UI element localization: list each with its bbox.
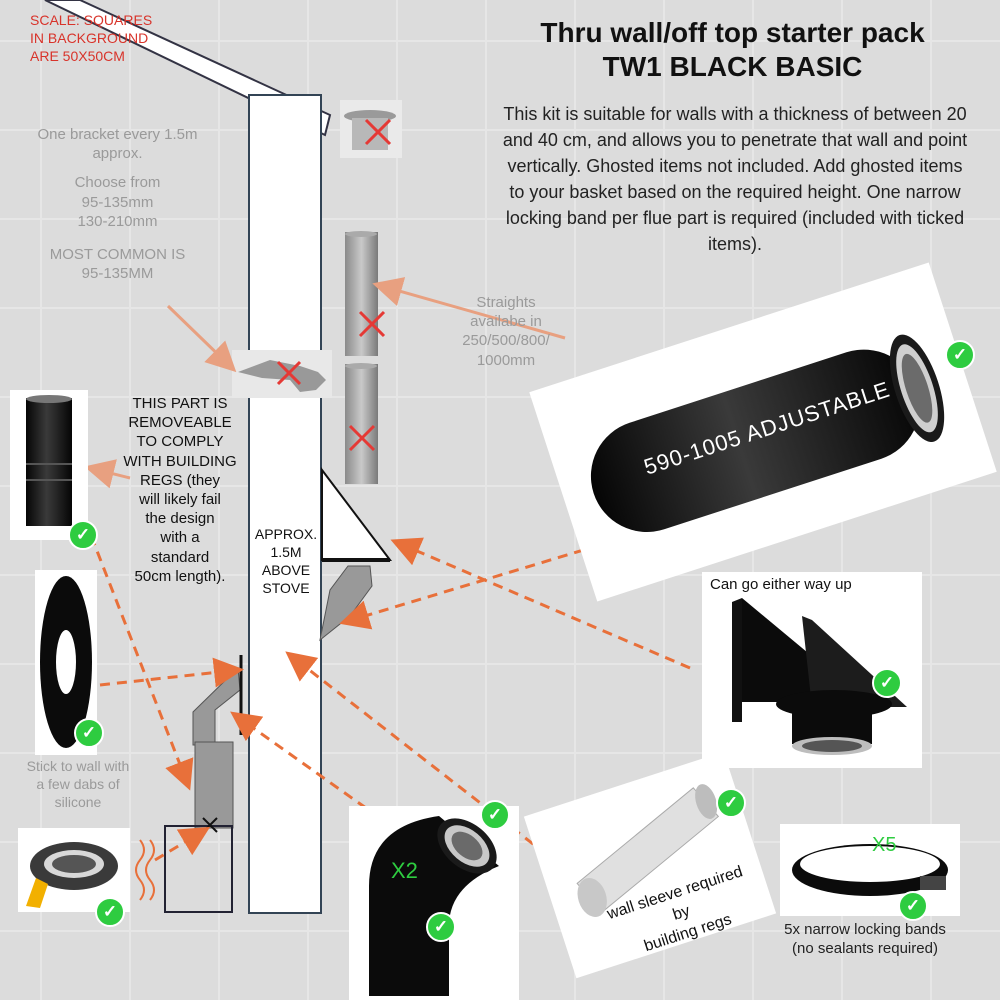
check-icon: ✓ (426, 912, 456, 942)
removeable-pipe-image (26, 395, 72, 526)
wall-support-panel: Can go either way up (702, 572, 922, 768)
locking-bands-panel: X5 (780, 824, 960, 916)
check-icon: ✓ (95, 897, 125, 927)
straights-line: 1000mm (476, 351, 536, 369)
straights-line: Straights (476, 294, 536, 311)
bracket-note-line1: One bracket every 1.5m (37, 126, 198, 143)
scale-note-line: IN BACKGROUND (30, 29, 149, 46)
removeable-line: REGS (they (139, 471, 221, 489)
adjustable-pipe-image (590, 334, 945, 533)
wall-support-image (732, 598, 907, 755)
removeable-line: TO COMPLY (136, 433, 224, 451)
adjustable-length-panel: 590-1005 ADJUSTABLE (529, 262, 997, 602)
removeable-line: WITH BUILDING (123, 452, 237, 470)
elbow-panel: X2 (349, 806, 519, 1000)
wall-support-bracket-outline (321, 467, 393, 562)
stick-line: silicone (54, 793, 102, 810)
removeable-line: the design (145, 510, 215, 528)
approx-line: ABOVE (261, 561, 311, 578)
elbow-image (369, 816, 499, 996)
common-line: MOST COMMON IS (49, 245, 186, 263)
common-line: 95-135MM (81, 265, 154, 283)
approx-line: 1.5M (270, 543, 302, 560)
description: This kit is suitable for walls with a th… (502, 104, 968, 255)
sealing-tape-panel (18, 828, 130, 912)
bands-note: 5x narrow locking bands (no sealants req… (760, 920, 970, 958)
straight-pipe-ghost-1 (345, 231, 386, 356)
removeable-part-panel (10, 390, 88, 540)
straight-pipe-ghost-2 (345, 363, 378, 484)
title-line1: Thru wall/off top starter pack (540, 17, 925, 48)
removeable-line: THIS PART IS (132, 395, 228, 412)
bands-line: 5x narrow locking bands (784, 921, 946, 938)
locking-band-image (792, 844, 948, 896)
bands-qty: X5 (872, 834, 897, 856)
bracket-note-line2: approx. (92, 145, 143, 163)
wall-sleeve-panel: wall sleeve required by building regs (523, 751, 777, 979)
stick-line: Stick to wall with (26, 758, 130, 774)
removeable-note: THIS PART IS REMOVEABLE TO COMPLY WITH B… (115, 394, 245, 586)
scale-note-line: ARE 50X50CM (30, 47, 125, 64)
approx-line: STOVE (262, 579, 310, 596)
title-line2: TW1 BLACK BASIC (602, 50, 863, 82)
red-cross-icon (364, 118, 392, 146)
check-icon: ✓ (480, 800, 510, 830)
scale-note-line: SCALE: SQUARES (30, 12, 153, 28)
page-title: Thru wall/off top starter pack TW1 BLACK… (490, 16, 975, 83)
removeable-line: with a (160, 529, 200, 547)
check-icon: ✓ (716, 788, 746, 818)
removeable-line: will likely fail (139, 490, 221, 508)
red-cross-icon (276, 360, 302, 386)
removeable-line: standard (150, 548, 210, 566)
check-icon: ✓ (68, 520, 98, 550)
wall-sleeve-image (576, 784, 720, 917)
red-cross-icon (348, 424, 376, 452)
approx-line: APPROX. (254, 526, 318, 542)
choose-line: 130-210mm (77, 212, 158, 230)
stick-line: a few dabs of (36, 775, 120, 792)
bracket-note: One bracket every 1.5m approx. Choose fr… (20, 125, 215, 283)
check-icon: ✓ (945, 340, 975, 370)
check-icon: ✓ (898, 891, 928, 921)
rain-cap-ghost (340, 100, 402, 158)
straights-line: 250/500/800/ (462, 332, 550, 350)
straights-line: availabe in (470, 313, 542, 331)
elbow-qty: X2 (391, 858, 418, 883)
removeable-line: 50cm length). (134, 567, 226, 585)
check-icon: ✓ (74, 718, 104, 748)
wall (248, 94, 322, 914)
removeable-line: REMOVEABLE (128, 414, 232, 432)
scale-note: SCALE: SQUARES IN BACKGROUND ARE 50X50CM (30, 12, 152, 66)
either-way-note: Can go either way up (710, 576, 852, 593)
sealing-tape-image (26, 842, 118, 908)
stick-note: Stick to wall with a few dabs of silicon… (8, 758, 148, 812)
choose-line: Choose from (74, 174, 161, 192)
bands-line: (no sealants required) (792, 940, 938, 958)
check-icon: ✓ (872, 668, 902, 698)
approx-note: APPROX. 1.5M ABOVE STOVE (252, 526, 320, 598)
straights-note: Straights availabe in 250/500/800/ 1000m… (440, 293, 572, 370)
wall-bracket-ghost (232, 350, 332, 398)
finishing-plate-image (40, 576, 92, 748)
choose-line: 95-135mm (81, 193, 154, 211)
red-cross-icon (358, 310, 386, 338)
